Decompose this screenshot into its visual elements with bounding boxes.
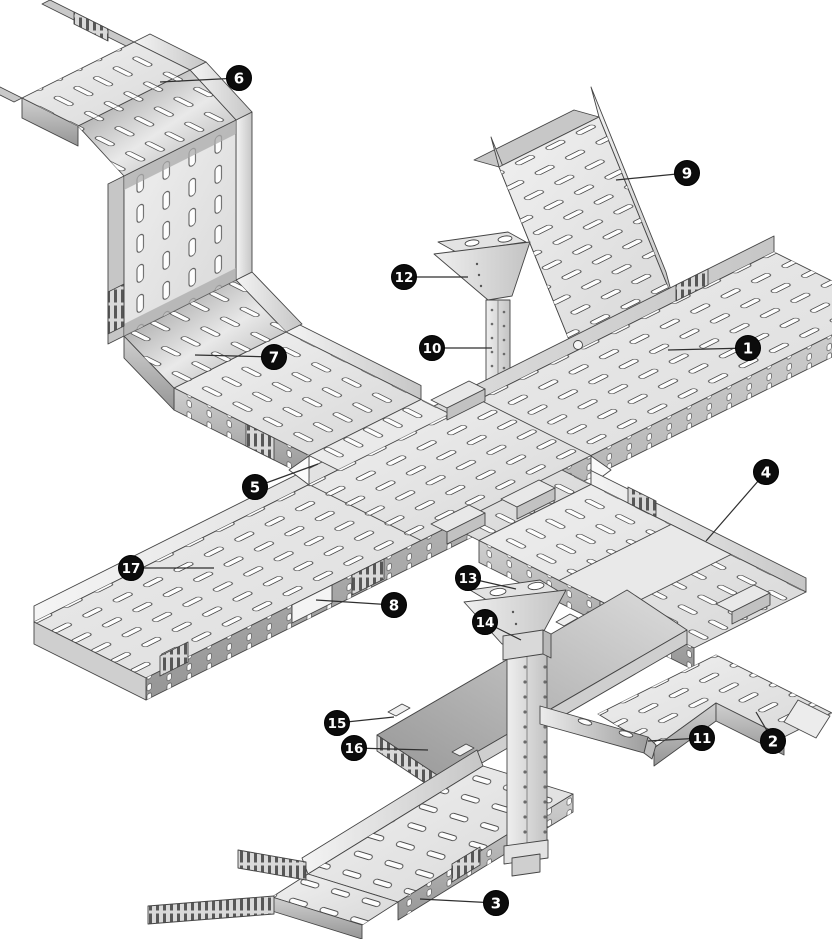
hanger-assembly-2 — [463, 579, 567, 877]
callout-badge — [226, 65, 252, 91]
callout-badge — [391, 264, 417, 290]
riser-perforations — [499, 117, 674, 352]
callout-number: 3 — [491, 894, 501, 912]
callout-7: 7 — [194, 344, 287, 370]
callout-number: 10 — [423, 341, 442, 357]
bend-shading — [124, 268, 236, 336]
straight-connector-part8 — [291, 584, 333, 624]
callout-number: 17 — [122, 561, 141, 577]
splice-plate — [245, 423, 275, 461]
callout-3: 3 — [419, 890, 509, 916]
channel-clamp-side — [542, 629, 552, 659]
splice-plate — [107, 283, 125, 335]
vertical-run-with-bends — [0, 0, 303, 411]
callout-16: 16 — [341, 735, 429, 761]
callout-number: 5 — [250, 478, 260, 496]
arm-slot — [618, 730, 634, 738]
callout-number: 16 — [345, 741, 364, 757]
callout-badge — [419, 335, 445, 361]
callout-17: 17 — [118, 555, 214, 581]
callout-number: 8 — [389, 596, 399, 614]
callout-leader — [315, 599, 395, 606]
callout-1: 1 — [667, 335, 761, 361]
callout-leader — [705, 471, 767, 542]
hanger2-channel-holes — [507, 642, 547, 852]
callout-9: 9 — [615, 160, 700, 186]
callout-badge — [324, 710, 350, 736]
callout-badge — [261, 344, 287, 370]
hanger1-head-hole — [464, 239, 480, 247]
callout-leader — [667, 347, 749, 351]
protruding-rail — [0, 86, 23, 103]
callout-number: 11 — [693, 731, 712, 747]
rail-stub-splice — [237, 849, 307, 881]
arm-slot — [577, 718, 593, 726]
callout-4: 4 — [705, 459, 779, 542]
callout-number: 6 — [234, 69, 244, 87]
splice-plate — [73, 11, 109, 42]
splice-plate — [159, 641, 189, 677]
callout-badge — [674, 160, 700, 186]
callout-badge — [242, 474, 268, 500]
callout-number: 2 — [768, 732, 778, 750]
callout-badge — [689, 725, 715, 751]
callout-number: 12 — [395, 270, 414, 286]
callout-number: 15 — [328, 716, 347, 732]
callout-5: 5 — [242, 463, 319, 500]
main-run-end-face — [33, 621, 147, 701]
callout-badge — [455, 565, 481, 591]
hanger-assembly-1 — [433, 231, 531, 389]
rail-connector-front — [516, 487, 556, 520]
cover-clamp — [555, 613, 579, 627]
cover-clamp — [451, 743, 475, 757]
callout-8: 8 — [315, 592, 407, 618]
callout-leader — [159, 77, 240, 83]
callout-badge — [118, 555, 144, 581]
callout-number: 1 — [743, 339, 753, 357]
rail-connector-front — [731, 592, 771, 625]
callout-6: 6 — [159, 65, 252, 91]
cantilever-arm-end-fold — [643, 736, 657, 760]
hanger1-head-hole — [497, 235, 513, 243]
callout-number: 7 — [269, 348, 279, 366]
callout-15: 15 — [324, 710, 395, 736]
rail-stub-splice — [147, 895, 275, 925]
elbow-end-splice — [783, 699, 831, 739]
adjustable-riser-tray — [473, 86, 675, 353]
bend-shading — [124, 120, 236, 190]
callout-14: 14 — [472, 609, 522, 641]
callout-2: 2 — [755, 711, 786, 754]
callout-12: 12 — [391, 264, 468, 290]
callout-badge — [381, 592, 407, 618]
splice-plate — [675, 268, 709, 302]
callout-11: 11 — [647, 725, 715, 751]
callout-number: 13 — [459, 571, 478, 587]
callout-badge — [483, 890, 509, 916]
splice-plate — [627, 486, 657, 518]
callout-badge — [753, 459, 779, 485]
splice-plate — [351, 558, 385, 596]
callout-badge — [735, 335, 761, 361]
callout-badge — [472, 609, 498, 635]
cantilever-arm-part11 — [539, 705, 657, 760]
callout-10: 10 — [419, 335, 492, 361]
hanger2-head-hole — [527, 581, 545, 591]
rail-connector-front — [446, 388, 486, 421]
hanger2-foot-tab — [511, 853, 541, 877]
callout-badge — [341, 735, 367, 761]
callout-badge — [760, 728, 786, 754]
callout-13: 13 — [455, 565, 517, 591]
hanger1-head-front — [433, 241, 531, 301]
rail-connector-front — [446, 512, 486, 545]
callout-number: 4 — [761, 463, 771, 481]
callout-number: 14 — [476, 615, 495, 631]
cover-clamp-part15 — [387, 703, 411, 717]
callout-leader — [194, 354, 275, 358]
callout-number: 9 — [682, 164, 692, 182]
hanger2-head-hole — [489, 587, 507, 597]
vertical-right-wall — [235, 111, 253, 281]
splice-plate — [451, 846, 481, 883]
